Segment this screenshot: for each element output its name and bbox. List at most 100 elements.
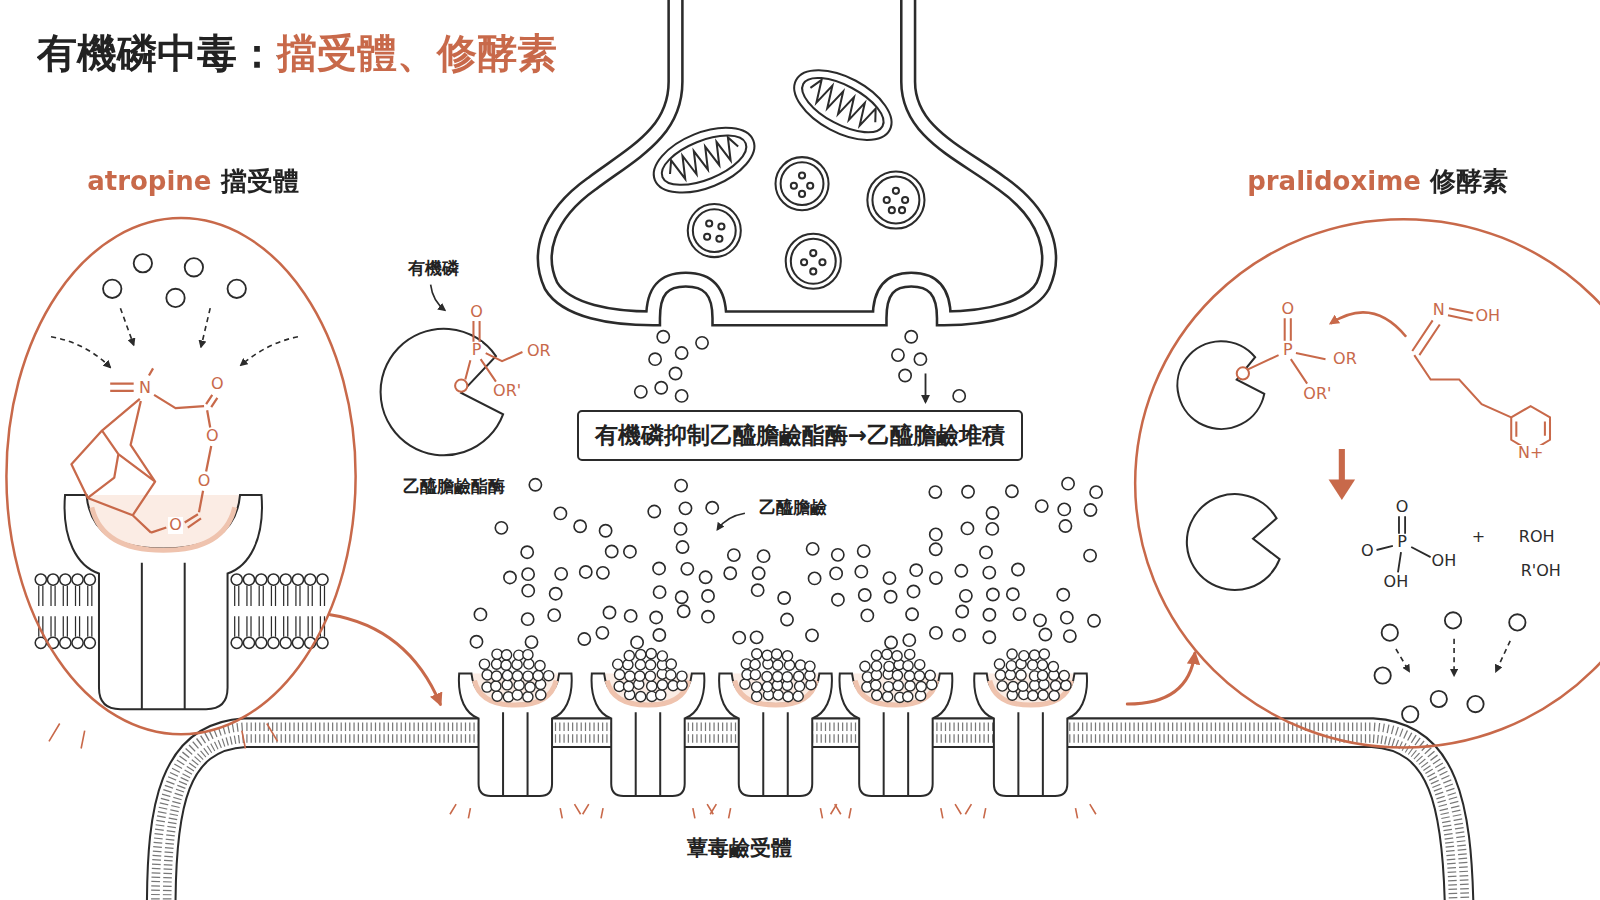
- lipid-head: [268, 574, 279, 585]
- inhibited-enzyme: [431, 285, 445, 311]
- activation-mark: [965, 804, 1096, 818]
- receptor-body: [974, 673, 1087, 795]
- acetylcholine-dot: [882, 649, 892, 659]
- acetylcholine-dot: [960, 590, 972, 602]
- synaptic-vesicle: [867, 171, 924, 228]
- acetylcholine-dot: [1028, 660, 1038, 670]
- receptor-body: [459, 673, 572, 795]
- acetylcholine-dot: [983, 566, 995, 578]
- synaptic-vesicle: [801, 259, 807, 265]
- acetylcholine-dot: [679, 502, 691, 514]
- lipid-head: [231, 637, 242, 648]
- acetylcholine-dot: [544, 671, 554, 681]
- reactivation-drawing: [1177, 341, 1264, 429]
- acetylcholine-dot: [1036, 500, 1048, 512]
- released-acetylcholine: [635, 331, 966, 402]
- acetylcholine-dot: [674, 523, 686, 535]
- acetylcholine-dot: [657, 680, 667, 690]
- acetylcholine-dot: [676, 541, 688, 553]
- acetylcholine-dot: [650, 611, 662, 623]
- acetylcholine-dot: [1059, 671, 1069, 681]
- lipid-tail: [63, 586, 67, 637]
- acetylcholine-dot: [1008, 682, 1018, 692]
- acetylcholine-dot: [614, 670, 624, 680]
- acetylcholine-dot: [523, 692, 533, 702]
- lipid-head: [47, 574, 58, 585]
- acetylcholine-dot: [782, 672, 792, 682]
- released-acetylcholine: [676, 390, 688, 402]
- acetylcholine-dot: [1048, 661, 1058, 671]
- lipid-head: [256, 574, 267, 585]
- synaptic-vesicle: [776, 157, 829, 210]
- acetylcholine-dot: [1049, 691, 1059, 701]
- acetylcholine-dot: [773, 690, 783, 700]
- acetylcholine-dot: [753, 567, 765, 579]
- acetylcholine-dot: [533, 671, 543, 681]
- receptor-helix: [1018, 712, 1042, 796]
- reactivation-drawing: [1396, 639, 1510, 676]
- acetylcholine-dot: [983, 631, 995, 643]
- acetylcholine-dot: [860, 661, 870, 671]
- receptor: [49, 495, 278, 749]
- mitochondrion: [783, 56, 903, 154]
- acetylcholine-dot: [728, 549, 740, 561]
- acetylcholine-dot: [502, 670, 512, 680]
- acetylcholine-dot: [523, 650, 533, 660]
- acetylcholine-dot: [636, 649, 646, 659]
- acetylcholine-dot: [1088, 615, 1100, 627]
- acetylcholine-dot: [636, 692, 646, 702]
- synaptic-vesicle: [902, 197, 908, 203]
- acetylcholine-dot: [666, 670, 676, 680]
- acetylcholine-dot: [702, 590, 714, 602]
- acetylcholine-dot: [514, 680, 524, 690]
- acetylcholine-dot: [752, 691, 762, 701]
- acetylcholine-dot: [794, 671, 804, 681]
- blocked-receptor: [49, 495, 278, 749]
- acetylcholine-dot: [795, 660, 805, 670]
- left-acetylcholine: [134, 254, 152, 272]
- chemical-symbol: +: [1471, 529, 1486, 546]
- acetylcholine-dot: [724, 567, 736, 579]
- synaptic-vesicle: [688, 204, 741, 257]
- synaptic-vesicle: [810, 250, 816, 256]
- acetylcholine-dot: [883, 682, 893, 692]
- synaptic-vesicle: [706, 220, 712, 226]
- atropine-molecule: [71, 368, 217, 532]
- chemical-symbol: ROH: [1518, 529, 1556, 546]
- lipid-head: [292, 574, 303, 585]
- acetylcholine-dot: [512, 659, 522, 669]
- chemical-symbol: O: [197, 473, 212, 490]
- reactivation-drawing: [1331, 312, 1407, 336]
- acetylcholine-dot: [861, 609, 873, 621]
- acetylcholine-dot: [1061, 612, 1073, 624]
- released-acetylcholine: [892, 349, 904, 361]
- blocked-arrows: [51, 337, 110, 368]
- blocked-arrows: [201, 308, 210, 347]
- acetylcholine-dot: [474, 608, 486, 620]
- acetylcholine-dot: [1006, 485, 1018, 497]
- lipid-tail: [308, 586, 312, 637]
- receptor-body: [719, 673, 832, 795]
- acetylcholine-dot: [1018, 681, 1028, 691]
- acetylcholine-dot: [910, 564, 922, 576]
- acetylcholine-dot: [904, 671, 914, 681]
- released-acetylcholine: [953, 390, 965, 402]
- circle-outline: [1133, 217, 1600, 750]
- synaptic-vesicle: [899, 207, 905, 213]
- lipid-tail: [51, 586, 55, 637]
- synaptic-vesicle: [884, 197, 890, 203]
- acetylcholine-dot: [925, 670, 935, 680]
- acetylcholine-dot: [645, 660, 655, 670]
- receptor-helix: [763, 712, 787, 796]
- reactivation-drawing: [1329, 480, 1356, 500]
- acetylcholine-dot: [1006, 661, 1016, 671]
- part-label: 乙醯膽鹼: [758, 499, 828, 517]
- acetylcholine-dot: [578, 633, 590, 645]
- acetylcholine-dot: [522, 568, 534, 580]
- acetylcholine-dot: [1007, 649, 1017, 659]
- receptor-glow: [990, 681, 1072, 705]
- acetylcholine-dot: [1051, 680, 1061, 690]
- reactivation-drawing: [1237, 367, 1249, 379]
- release-arrow: [925, 373, 927, 402]
- chemical-symbol: P: [1396, 534, 1408, 551]
